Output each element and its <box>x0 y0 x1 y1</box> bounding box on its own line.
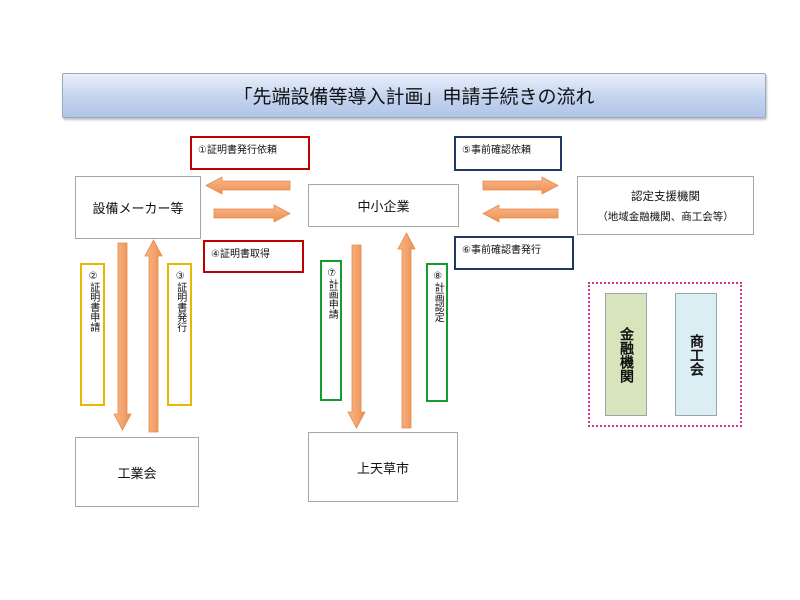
city-box: 上天草市 <box>308 432 458 502</box>
step-8-label: ⑧計画認定 <box>426 263 448 402</box>
step-4-label: ④証明書取得 <box>203 240 304 273</box>
industry-assoc-box: 工業会 <box>75 437 199 507</box>
arrow-sme-to-maker <box>205 176 291 195</box>
arrow-support-to-sme <box>482 204 559 223</box>
step-3-label: ③証明書発行 <box>167 263 192 406</box>
arrow-sme-to-city <box>347 244 366 429</box>
support-org-box: 認定支援機関 （地域金融機関、商工会等） <box>577 176 754 235</box>
arrow-maker-to-sme <box>213 204 291 223</box>
commerce-label: 商工会 <box>688 333 704 376</box>
arrow-city-to-sme <box>397 232 416 429</box>
related-orgs-group <box>588 282 742 427</box>
step-5-label: ⑤事前確認依頼 <box>454 136 562 171</box>
arrow-maker-to-assoc <box>113 242 132 431</box>
sme-label: 中小企業 <box>357 200 410 215</box>
sme-box: 中小企業 <box>308 184 459 227</box>
page-title: 「先端設備等導入計画」申請手続きの流れ <box>62 73 766 118</box>
finance-label: 金融機関 <box>618 326 634 383</box>
step-7-label: ⑦計画申請 <box>320 260 342 401</box>
commerce-box: 商工会 <box>675 293 717 416</box>
city-label: 上天草市 <box>356 461 409 477</box>
arrow-sme-to-support <box>482 176 559 195</box>
step-6-label: ⑥事前確認書発行 <box>454 236 574 270</box>
step-1-label: ①証明書発行依頼 <box>190 136 310 170</box>
maker-box: 設備メーカー等 <box>75 176 201 239</box>
step-2-label: ②証明書申請 <box>80 263 105 406</box>
arrow-assoc-to-maker <box>144 239 163 433</box>
support-org-label: 認定支援機関 <box>631 188 700 203</box>
maker-label: 設備メーカー等 <box>92 202 184 217</box>
industry-assoc-label: 工業会 <box>117 466 157 482</box>
support-org-sublabel: （地域金融機関、商工会等） <box>597 210 734 223</box>
finance-box: 金融機関 <box>605 293 647 416</box>
